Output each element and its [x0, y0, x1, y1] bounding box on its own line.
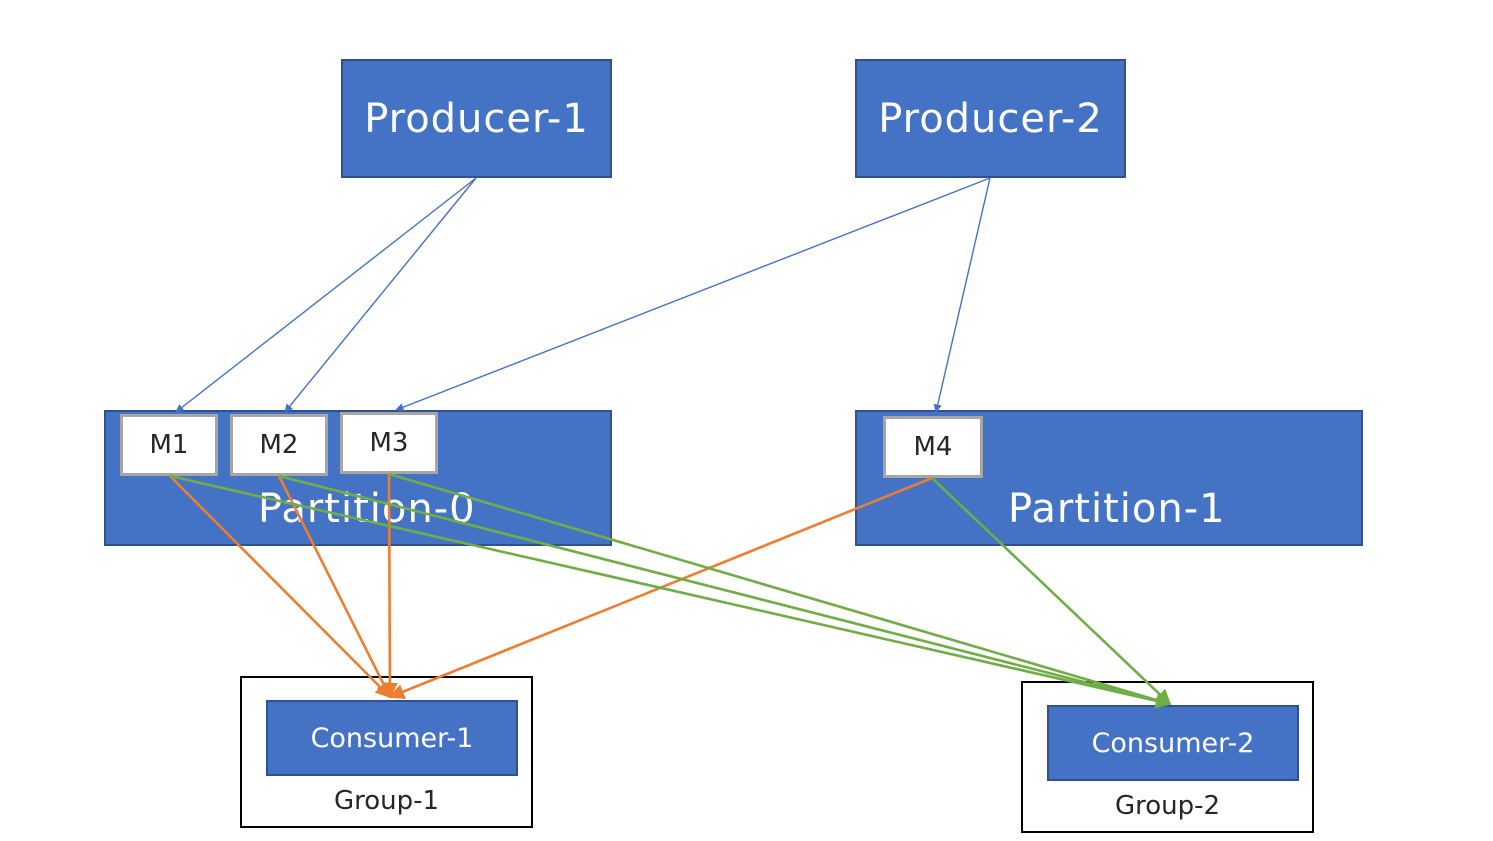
producer-2-label: Producer-2: [878, 95, 1103, 142]
edge-producer-1-to-m2: [284, 177, 477, 413]
group-1-container: Consumer-1 Group-1: [240, 676, 533, 828]
consumer-2-label: Consumer-2: [1091, 727, 1255, 759]
message-m4: M4: [883, 416, 983, 478]
partition-0-label: Partition-0: [258, 486, 476, 532]
consumer-1-box: Consumer-1: [266, 700, 518, 776]
producer-1-box: Producer-1: [341, 59, 612, 178]
message-m2-label: M2: [259, 430, 299, 460]
message-m1: M1: [120, 414, 218, 476]
message-m3-label: M3: [369, 428, 409, 458]
edge-producer-2-to-m3: [395, 177, 991, 412]
edge-producer-2-to-m4: [933, 177, 991, 413]
edge-producer-1-to-m1: [175, 177, 477, 413]
group-2-container: Consumer-2 Group-2: [1021, 681, 1314, 833]
producer-1-label: Producer-1: [364, 95, 589, 142]
message-m3: M3: [340, 412, 438, 474]
group-2-label: Group-2: [1114, 791, 1221, 821]
message-m1-label: M1: [149, 430, 189, 460]
consumer-2-box: Consumer-2: [1047, 705, 1299, 781]
message-m2: M2: [230, 414, 328, 476]
consumer-1-label: Consumer-1: [310, 722, 474, 754]
producer-2-box: Producer-2: [855, 59, 1126, 178]
group-1-label: Group-1: [333, 786, 440, 816]
message-m4-label: M4: [913, 432, 953, 462]
partition-1-label: Partition-1: [1008, 486, 1226, 532]
